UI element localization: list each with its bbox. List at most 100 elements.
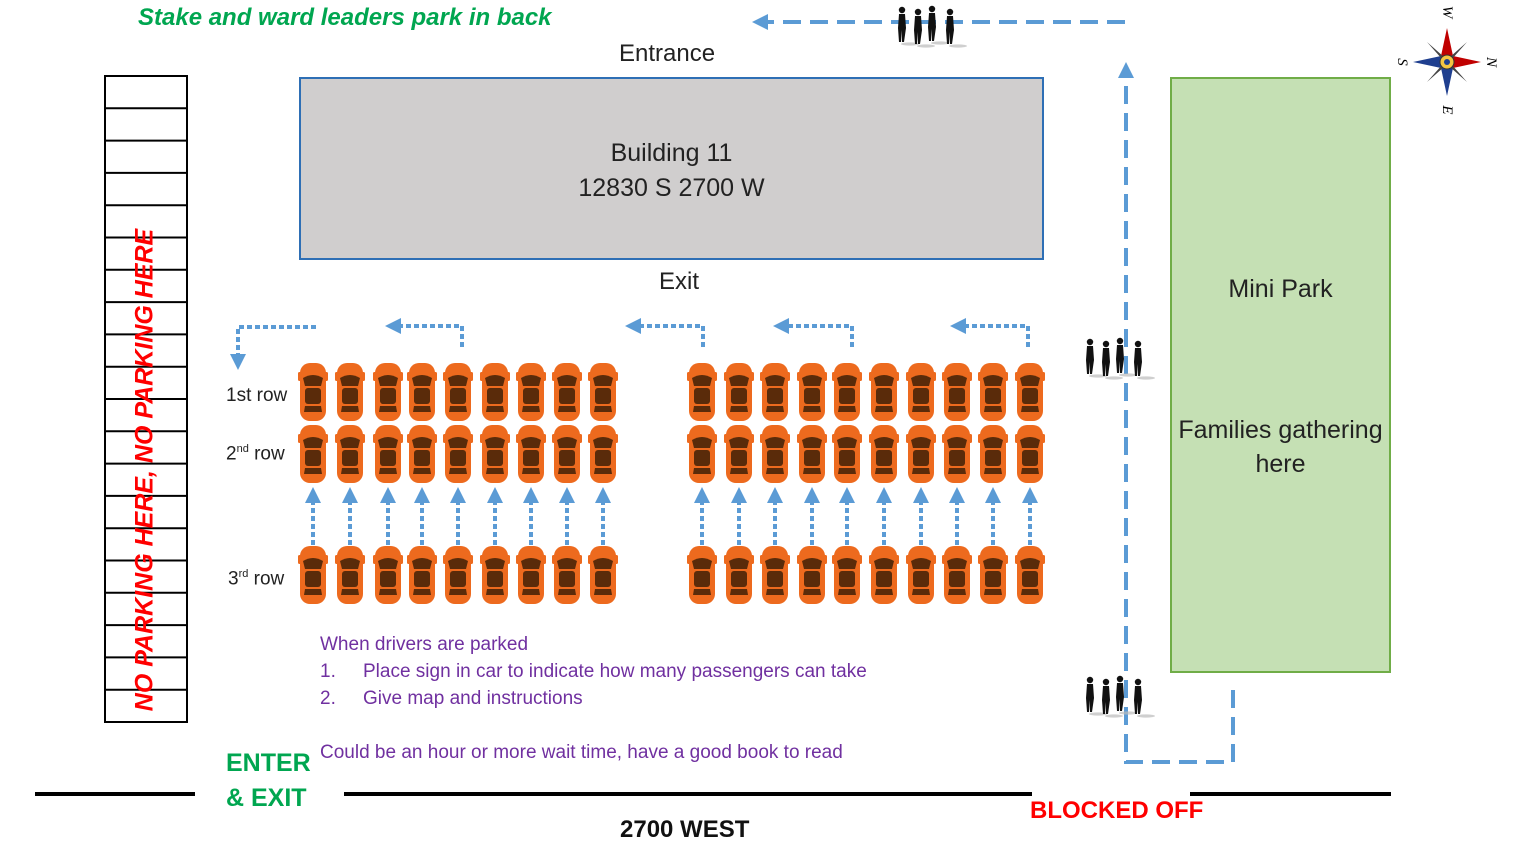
car-icon <box>906 363 936 421</box>
car-icon <box>407 425 437 483</box>
car-icon <box>869 546 899 604</box>
car-icon <box>687 425 717 483</box>
car-icon <box>480 363 510 421</box>
compass-rose-icon: W E S N <box>1395 6 1499 115</box>
no-parking-strip <box>104 75 188 723</box>
car-icon <box>906 546 936 604</box>
car-icon <box>516 363 546 421</box>
flow-arrow <box>230 325 316 370</box>
car-icon <box>373 546 403 604</box>
park-name: Mini Park <box>1228 275 1333 303</box>
car-icon <box>443 546 473 604</box>
car-icon <box>516 546 546 604</box>
car-icon <box>407 363 437 421</box>
row-label-2: 2nd row <box>226 443 285 465</box>
building-address: 12830 S 2700 W <box>578 174 765 202</box>
compass-east: E <box>1439 104 1455 114</box>
instruction-2-number: 2. <box>320 688 336 709</box>
car-icon <box>588 363 618 421</box>
car-icon <box>832 546 862 604</box>
pedestrians <box>898 5 1155 718</box>
instruction-1-number: 1. <box>320 661 336 682</box>
car-icon <box>906 425 936 483</box>
car-icon <box>335 546 365 604</box>
car-icon <box>335 425 365 483</box>
car-icon <box>1015 425 1045 483</box>
row-label-1: 1st row <box>226 385 288 406</box>
instruction-2-text: Give map and instructions <box>363 688 583 709</box>
instruction-1-text: Place sign in car to indicate how many p… <box>363 661 867 682</box>
compass-south: S <box>1395 58 1410 66</box>
car-icon <box>552 363 582 421</box>
route-east-path <box>1118 62 1235 764</box>
park-description: Families gathering here <box>1178 416 1383 478</box>
car-icon <box>480 425 510 483</box>
car-icon <box>978 425 1008 483</box>
blocked-off-label: BLOCKED OFF <box>1030 797 1204 824</box>
car-icon <box>978 546 1008 604</box>
leaders-parking-note: Stake and ward leaders park in back <box>138 4 552 31</box>
car-icon <box>942 363 972 421</box>
car-icon <box>1015 546 1045 604</box>
car-icon <box>588 546 618 604</box>
car-icon <box>724 363 754 421</box>
car-icon <box>407 546 437 604</box>
pedestrians-icon <box>1086 675 1155 718</box>
flow-arrow <box>773 318 854 347</box>
car-icon <box>942 425 972 483</box>
car-icon <box>797 425 827 483</box>
flow-arrow <box>385 318 464 347</box>
compass-north: N <box>1483 56 1499 68</box>
car-icon <box>516 425 546 483</box>
car-icon <box>797 363 827 421</box>
flow-arrow <box>625 318 705 347</box>
pedestrians-icon <box>898 5 967 48</box>
parking-flow-arrows <box>230 318 1030 370</box>
row-up-arrows <box>305 487 1038 545</box>
car-icon <box>724 546 754 604</box>
car-icon <box>298 546 328 604</box>
instructions-heading: When drivers are parked <box>320 634 529 655</box>
pedestrians-icon <box>1086 337 1155 380</box>
car-icon <box>760 425 790 483</box>
car-icon <box>797 546 827 604</box>
car-icon <box>832 363 862 421</box>
car-icon <box>869 363 899 421</box>
car-icon <box>552 425 582 483</box>
car-icon <box>942 546 972 604</box>
car-icon <box>724 425 754 483</box>
parked-cars <box>298 363 1045 604</box>
building-name: Building 11 <box>610 139 733 167</box>
car-icon <box>760 363 790 421</box>
car-icon <box>373 425 403 483</box>
car-icon <box>1015 363 1045 421</box>
car-icon <box>552 546 582 604</box>
car-icon <box>298 425 328 483</box>
row-label-3: 3rd row <box>228 568 285 590</box>
car-icon <box>760 546 790 604</box>
entrance-label: Entrance <box>619 40 716 67</box>
wait-time-note: Could be an hour or more wait time, have… <box>320 742 843 763</box>
mini-park: Mini Park Families gathering here <box>1170 77 1391 673</box>
car-icon <box>588 425 618 483</box>
car-icon <box>832 425 862 483</box>
street-name: 2700 WEST <box>620 816 750 843</box>
no-parking-label: NO PARKING HERE, NO PARKING HERE <box>130 228 159 712</box>
car-icon <box>869 425 899 483</box>
car-icon <box>687 363 717 421</box>
enter-exit-label: ENTER & EXIT <box>226 749 311 812</box>
car-icon <box>298 363 328 421</box>
building-11: Building 11 12830 S 2700 W <box>299 77 1044 260</box>
car-icon <box>443 363 473 421</box>
car-icon <box>687 546 717 604</box>
flow-arrow <box>950 318 1030 347</box>
car-icon <box>480 546 510 604</box>
car-icon <box>978 363 1008 421</box>
exit-label: Exit <box>659 268 700 295</box>
car-icon <box>443 425 473 483</box>
compass-west: W <box>1439 6 1455 20</box>
walking-route <box>752 14 1235 764</box>
car-icon <box>373 363 403 421</box>
car-icon <box>335 363 365 421</box>
